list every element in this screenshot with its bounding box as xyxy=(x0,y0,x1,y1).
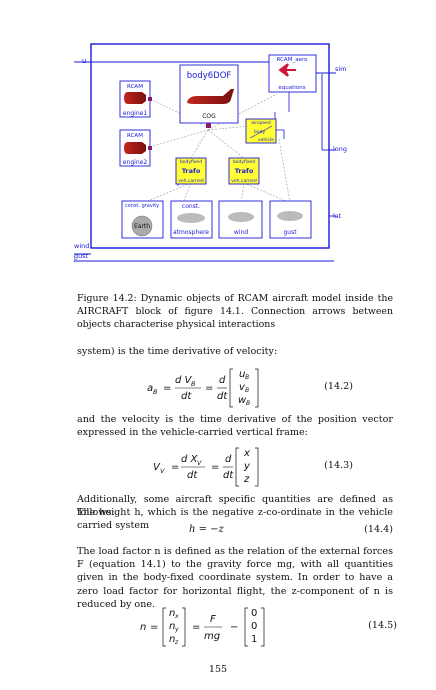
paragraph-3a: Additionally, some aircraft specific qua… xyxy=(77,494,393,519)
svg-text:equations: equations xyxy=(278,85,305,91)
svg-text:−: − xyxy=(230,622,238,633)
svg-text:engine2: engine2 xyxy=(123,159,147,166)
svg-text:v: v xyxy=(239,382,246,393)
svg-text:n: n xyxy=(169,621,175,632)
svg-text:const. gravity: const. gravity xyxy=(125,203,159,209)
svg-text:RCAM: RCAM xyxy=(127,84,143,90)
svg-text:B: B xyxy=(245,387,249,394)
port-gust: gust xyxy=(74,252,89,260)
svg-text:B: B xyxy=(153,388,158,396)
svg-text:Trafo: Trafo xyxy=(182,167,201,175)
svg-text:=: = xyxy=(171,462,179,473)
svg-text:d V: d V xyxy=(175,375,193,386)
cloud-icon xyxy=(228,212,254,222)
svg-text:engine1: engine1 xyxy=(123,110,147,117)
svg-text:x: x xyxy=(174,613,179,620)
svg-text:w: w xyxy=(238,395,247,406)
port-wind: wind xyxy=(74,242,89,250)
svg-text:gust: gust xyxy=(283,229,297,236)
svg-text:Earth: Earth xyxy=(134,223,150,230)
port-lat: lat xyxy=(333,212,342,220)
svg-text:=: = xyxy=(211,462,219,473)
svg-text:COG: COG xyxy=(202,113,216,120)
svg-text:RCAM: RCAM xyxy=(127,133,143,139)
svg-text:V: V xyxy=(160,467,165,475)
svg-text:0: 0 xyxy=(251,621,257,632)
trafo2-block xyxy=(228,157,260,185)
svg-text:veh.carried: veh.carried xyxy=(231,178,257,184)
svg-text:y: y xyxy=(174,626,179,633)
svg-text:=: = xyxy=(192,622,200,633)
paragraph-4: The load factor n is defined as the rela… xyxy=(77,546,393,610)
svg-text:B: B xyxy=(246,400,250,407)
svg-text:0: 0 xyxy=(251,608,257,619)
svg-text:F: F xyxy=(210,614,216,625)
svg-text:a: a xyxy=(147,383,153,394)
port-long: long xyxy=(333,145,347,153)
earth-icon xyxy=(131,215,153,237)
svg-text:n: n xyxy=(140,622,146,633)
svg-text:z: z xyxy=(174,639,179,646)
svg-text:d: d xyxy=(219,375,226,386)
svg-text:n: n xyxy=(169,608,175,619)
svg-text:u: u xyxy=(239,369,245,380)
svg-text:dt: dt xyxy=(187,470,198,481)
svg-text:=: = xyxy=(163,383,171,394)
cloud-icon xyxy=(177,213,205,223)
svg-text:V: V xyxy=(197,459,202,467)
svg-text:x: x xyxy=(243,448,250,459)
svg-text:dt: dt xyxy=(217,391,228,402)
svg-text:1: 1 xyxy=(251,634,257,645)
svg-text:z: z xyxy=(243,474,250,485)
port-sim: sim xyxy=(335,65,347,73)
figure-caption: Figure 14.2: Dynamic objects of RCAM air… xyxy=(77,293,393,331)
engine-icon xyxy=(124,92,146,104)
svg-text:y: y xyxy=(243,461,251,472)
svg-text:veh.carried: veh.carried xyxy=(178,178,204,184)
rcam-diagram: u wind gust sim long lat RCAM engine1 RC… xyxy=(74,43,347,262)
svg-text:mg: mg xyxy=(204,631,220,642)
equation-14-4: h = −z (14.4) xyxy=(189,524,393,535)
aero-arrow-icon xyxy=(278,63,296,77)
engine-icon xyxy=(124,142,146,154)
svg-text:B: B xyxy=(245,374,249,381)
svg-text:B: B xyxy=(191,380,196,388)
trafo1-block xyxy=(175,157,207,185)
svg-text:vehicle: vehicle xyxy=(258,137,274,143)
svg-text:RCAM_aero: RCAM_aero xyxy=(277,57,309,63)
svg-text:body6DOF: body6DOF xyxy=(187,71,232,81)
aero-block xyxy=(268,54,317,93)
svg-text:Trafo: Trafo xyxy=(235,167,254,175)
svg-text:n: n xyxy=(169,634,175,645)
svg-text:V: V xyxy=(153,462,161,473)
svg-text:bodyfixed: bodyfixed xyxy=(180,159,202,165)
paragraph-2: and the velocity is the time derivative … xyxy=(77,414,393,439)
svg-text:d: d xyxy=(225,454,232,465)
svg-text:=: = xyxy=(150,622,158,633)
airspeed-block xyxy=(245,118,277,144)
cloud-icon xyxy=(277,211,303,221)
svg-text:=: = xyxy=(205,383,213,394)
svg-text:body: body xyxy=(254,129,265,135)
svg-text:dt: dt xyxy=(223,470,234,481)
svg-text:wind: wind xyxy=(234,229,248,236)
svg-text:d X: d X xyxy=(181,454,199,465)
svg-text:airspeed: airspeed xyxy=(251,120,271,126)
svg-text:const.: const. xyxy=(182,203,200,210)
aircraft-body-icon xyxy=(187,89,234,104)
paragraph-3b: The height h, which is the negative z-co… xyxy=(77,507,393,532)
port-u: u xyxy=(82,57,86,65)
svg-text:dt: dt xyxy=(181,391,192,402)
svg-text:atmosphere: atmosphere xyxy=(173,229,209,236)
paragraph-1: system) is the time derivative of veloci… xyxy=(77,346,278,357)
page-number: 155 xyxy=(208,664,228,675)
svg-text:bodyfixed: bodyfixed xyxy=(233,159,255,165)
